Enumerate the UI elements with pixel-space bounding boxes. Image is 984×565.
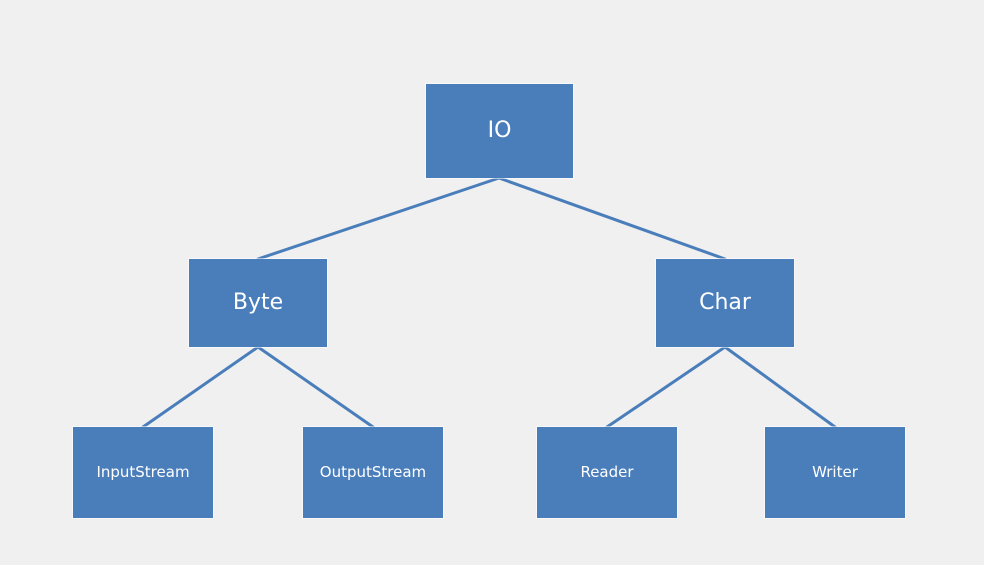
node-char[interactable]: Char	[656, 259, 794, 347]
node-byte[interactable]: Byte	[189, 259, 327, 347]
node-reader[interactable]: Reader	[537, 427, 677, 518]
edge-char-to-reader	[605, 345, 727, 429]
node-label: IO	[487, 117, 512, 143]
node-writer[interactable]: Writer	[765, 427, 905, 518]
edge-io-to-char	[497, 176, 727, 261]
node-label: Byte	[232, 289, 284, 315]
node-io[interactable]: IO	[426, 84, 573, 178]
edge-char-to-writer	[723, 345, 837, 429]
edge-byte-to-inputstream	[141, 345, 260, 429]
node-outputstream[interactable]: OutputStream	[303, 427, 443, 518]
edge-io-to-byte	[256, 176, 501, 261]
node-inputstream[interactable]: InputStream	[73, 427, 213, 518]
node-label: Char	[699, 289, 751, 315]
edge-byte-to-outputstream	[256, 345, 375, 429]
node-label: Writer	[812, 463, 858, 482]
node-label: Reader	[580, 463, 634, 482]
node-label: InputStream	[96, 463, 190, 482]
node-label: OutputStream	[319, 463, 427, 482]
